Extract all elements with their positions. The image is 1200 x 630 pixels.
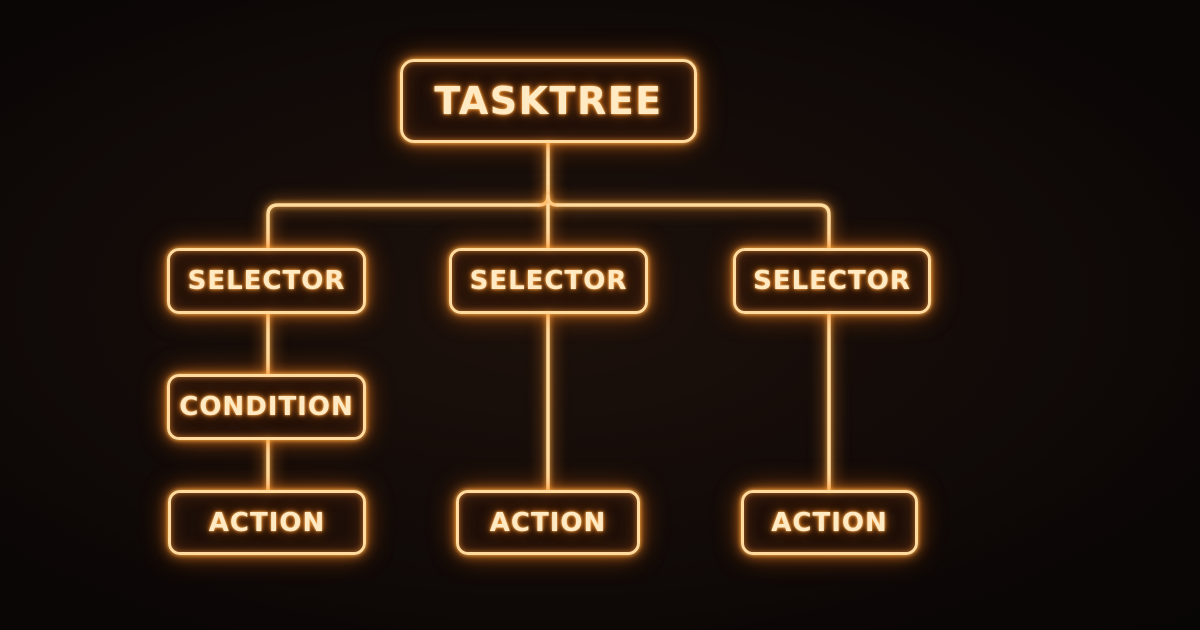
- selector-node-label: SELECTOR: [187, 266, 346, 296]
- selector-node-middle: SELECTOR: [449, 248, 648, 314]
- selector-node-left: SELECTOR: [167, 248, 366, 314]
- condition-node-label: CONDITION: [179, 392, 354, 422]
- connector-bus-left: [266, 203, 541, 250]
- action-node-label: ACTION: [771, 507, 888, 538]
- selector-node-label: SELECTOR: [469, 266, 628, 296]
- connector-bus-right: [555, 203, 831, 250]
- action-node-label: ACTION: [208, 507, 326, 538]
- condition-node-left: CONDITION: [167, 374, 366, 440]
- selector-node-right: SELECTOR: [733, 248, 931, 314]
- selector-node-label: SELECTOR: [753, 266, 911, 296]
- root-node-label: TASKTREE: [434, 79, 663, 123]
- action-node-right: ACTION: [741, 490, 918, 555]
- action-node-left: ACTION: [168, 490, 366, 555]
- root-node-tasktree: TASKTREE: [400, 59, 697, 143]
- action-node-label: ACTION: [489, 507, 607, 538]
- action-node-middle: ACTION: [456, 490, 640, 555]
